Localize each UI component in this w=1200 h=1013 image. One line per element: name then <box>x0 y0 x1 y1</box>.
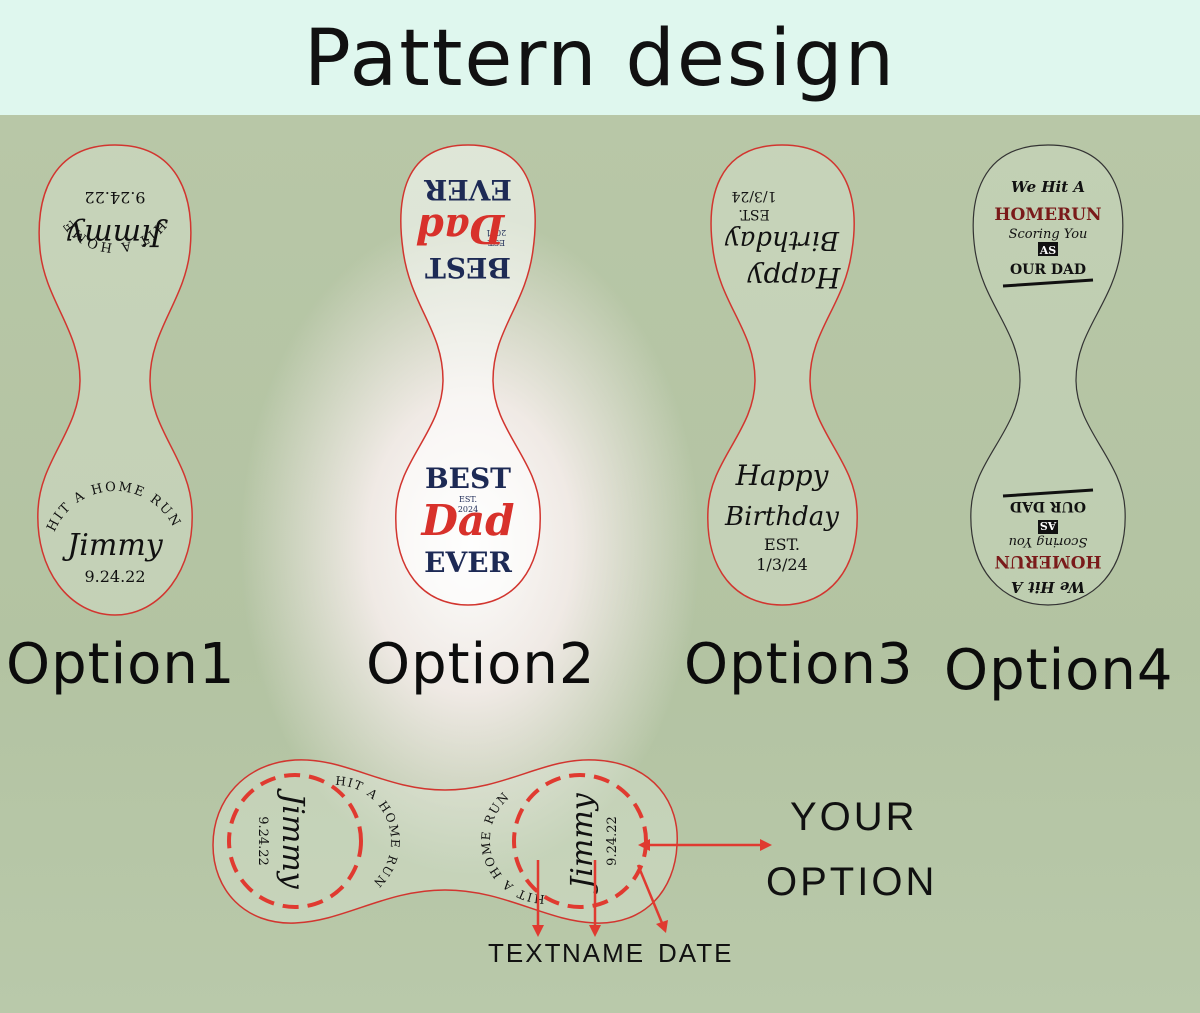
option2-top-ever: EVER <box>423 173 511 206</box>
callout-name: NAME <box>562 938 646 968</box>
option4-homerun: HOMERUN <box>994 205 1101 225</box>
option4-label[interactable]: Option4 <box>944 638 1174 703</box>
option4-bottom-we-hit: We Hit A <box>1011 578 1085 596</box>
option3-happy: Happy <box>735 459 830 492</box>
option2-label[interactable]: Option2 <box>366 632 596 697</box>
callout-text: TEXT <box>488 938 563 968</box>
option3-label[interactable]: Option3 <box>684 632 914 697</box>
option2-best: BEST <box>425 462 511 495</box>
option4-scoring: Scoring You <box>1009 227 1088 242</box>
option1-top-name: Jimmy <box>66 217 169 252</box>
option2-dad: Dad <box>420 496 514 545</box>
sample-left-date: 9.24.22 <box>255 816 270 866</box>
callout-arrows <box>532 839 772 937</box>
option4-as: AS <box>1039 244 1057 257</box>
option3-birthday: Birthday <box>724 502 839 532</box>
option4-we-hit: We Hit A <box>1011 178 1085 196</box>
option4-bottom-scoring: Scoring You <box>1009 534 1088 549</box>
option4-bottom-homerun: HOMERUN <box>994 551 1101 571</box>
option3-est: EST. <box>764 535 800 554</box>
sample-right-date: 9.24.22 <box>605 816 620 866</box>
background <box>0 115 1200 1013</box>
your-option-line2: OPTION <box>766 860 938 904</box>
option1-top-date: 9.24.22 <box>84 188 145 207</box>
sample-left-name: Jimmy <box>275 787 310 890</box>
option3-top-happy: Happy <box>746 261 841 294</box>
option3-top-est: EST. <box>738 206 770 222</box>
option2-shape[interactable]: BEST EST. 2021 Dad EVER BEST EST. 2024 D… <box>388 140 548 610</box>
option4-our-dad: OUR DAD <box>1010 262 1086 278</box>
option2-top-best: BEST <box>425 251 511 284</box>
option1-shape[interactable]: Jimmy 9.24.22 HIT A HOME RUN HIT A HOME … <box>30 140 200 620</box>
option2-top-est: EST. <box>487 238 505 247</box>
option2-top-dad: Dad <box>416 205 506 252</box>
option2-est: EST. <box>459 495 477 504</box>
option3-date: 1/3/24 <box>756 555 808 574</box>
option4-bottom-our-dad: OUR DAD <box>1010 498 1086 514</box>
option3-shape[interactable]: Happy Birthday EST. 1/3/24 Happy Birthda… <box>700 140 865 610</box>
page-title: Pattern design <box>303 14 897 104</box>
header-banner: Pattern design <box>0 0 1200 115</box>
option1-date: 9.24.22 <box>84 567 145 586</box>
option4-bottom-as: AS <box>1040 519 1058 532</box>
option1-name: Jimmy <box>61 528 164 563</box>
sample-shape: Jimmy 9.24.22 HIT A HOME RUN Jimmy 9.24.… <box>212 759 678 924</box>
option2-top-year: 2021 <box>486 228 506 237</box>
option1-label[interactable]: Option1 <box>6 632 236 697</box>
option3-top-birthday: Birthday <box>725 225 840 255</box>
option2-year: 2024 <box>458 505 478 514</box>
callout-date: DATE <box>658 938 734 968</box>
your-option-line1: YOUR <box>790 795 918 839</box>
option3-top-date: 1/3/24 <box>731 188 776 204</box>
option2-ever: EVER <box>424 546 512 579</box>
option4-shape[interactable]: We Hit A HOMERUN Scoring You AS OUR DAD … <box>958 140 1138 610</box>
